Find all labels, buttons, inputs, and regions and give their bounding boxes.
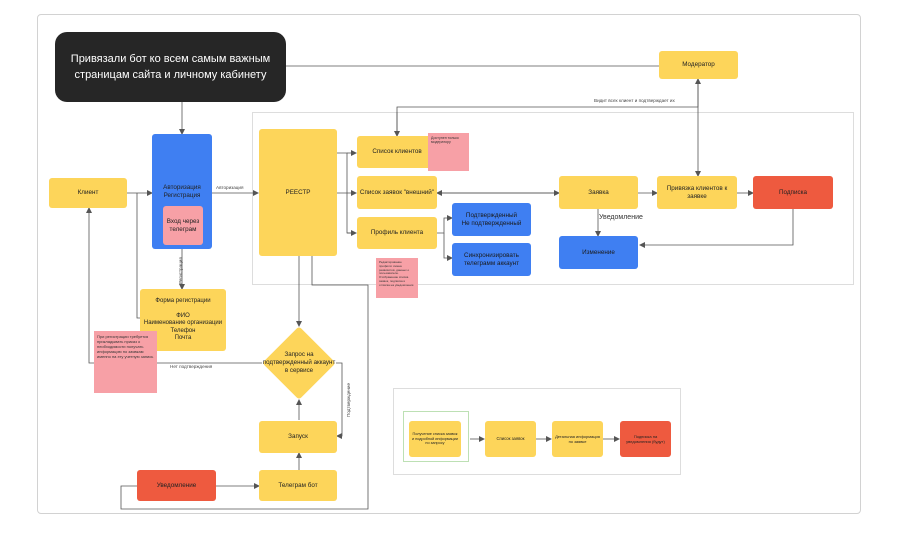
legend-first-step-highlight [403,411,469,462]
auth-node-label: Авторизация Регистрация [163,184,201,199]
edge-profile-sync [443,233,453,261]
moderator-only-note: Доступен только модератору [428,133,469,171]
edge-label-confirmation: Подтверждение [346,382,351,417]
edge-label-registration: Регистрация [178,257,183,284]
confirmed-status-node[interactable]: Подтвержденный Не подтвержденный [452,203,531,236]
request-node[interactable]: Заявка [559,176,638,209]
legend-step-4: Подписка на уведомления (будут) [620,421,671,457]
legend-step-1: Получение списка заявок и подробной инфо… [409,421,461,457]
edge-label-moderator-sees: Видит всех клиент и подтверждает их [594,98,675,103]
moderator-node[interactable]: Модератор [659,51,738,79]
legend-step-3: Детальная информация по заявке [552,421,603,457]
edge-no-confirmation [86,207,262,364]
edge-profile-confirmed [437,215,453,234]
profile-note: Редактирование профиля: смена реквизитов… [376,258,418,298]
edge-label-notification: Уведомление [599,214,643,221]
subscription-node[interactable]: Подписка [753,176,833,209]
confirm-request-node[interactable]: Запрос на подтвержденный аккаунт в серви… [262,326,336,400]
clients-list-node[interactable]: Список клиентов [357,136,437,168]
edge-bot-loop [120,485,337,510]
telegram-login-node[interactable]: Вход через телеграм [163,206,203,245]
edge-label-auth: Авторизация [216,185,244,190]
client-node[interactable]: Клиент [49,178,127,208]
launch-node[interactable]: Запуск [259,421,337,453]
edge-registry-bot [311,256,369,510]
registration-note: При регистрации требуется прикладывать п… [94,331,157,393]
change-node[interactable]: Изменение [559,236,638,269]
registry-region [252,112,854,285]
edge-subscription-change [639,209,794,248]
edge-clients-moderator [396,79,699,136]
ext-requests-node[interactable]: Список заявок "внешний" [357,176,437,209]
bind-clients-node[interactable]: Привязка клиентов к заявке [657,176,737,209]
edge-label-no-confirmation: Нет подтверждения [170,364,213,369]
confirm-request-label: Запрос на подтвержденный аккаунт в серви… [262,351,336,374]
registry-node[interactable]: РЕЕСТР [259,129,337,256]
sync-telegram-node[interactable]: Синхронизировать телеграмм аккаунт [452,243,531,276]
notification-node[interactable]: Уведомление [137,470,216,501]
telegram-bot-node[interactable]: Телеграм бот [259,470,337,501]
client-profile-node[interactable]: Профиль клиента [357,217,437,249]
legend-region [393,388,681,475]
legend-step-2: Список заявок [485,421,536,457]
headline-block: Привязали бот ко всем самым важным стран… [55,32,286,102]
edge-confirm-launch [336,362,343,439]
